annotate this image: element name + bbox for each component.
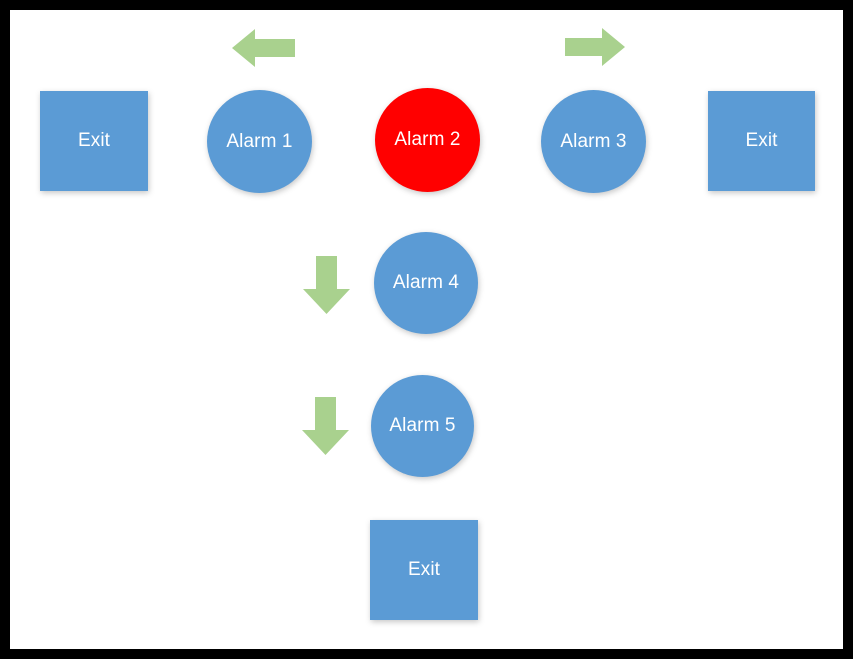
alarm-node-1[interactable]: Alarm 1 bbox=[207, 90, 312, 193]
exit-node-left-label: Exit bbox=[77, 130, 111, 151]
alarm-node-3-label: Alarm 3 bbox=[560, 130, 627, 152]
arrow-down-2-path bbox=[302, 397, 349, 455]
exit-node-right-label: Exit bbox=[745, 130, 778, 151]
arrow-right-glyph bbox=[565, 28, 625, 66]
arrow-down-1-icon bbox=[303, 256, 350, 314]
alarm-node-1-label: Alarm 1 bbox=[226, 130, 293, 152]
diagram-canvas: Exit Alarm 1 Alarm 2 Alarm 3 Exit Alarm … bbox=[10, 10, 843, 649]
arrow-left-glyph bbox=[232, 29, 295, 67]
exit-node-left[interactable]: Exit bbox=[40, 91, 148, 191]
alarm-node-5[interactable]: Alarm 5 bbox=[371, 375, 474, 477]
exit-node-bottom-label: Exit bbox=[407, 559, 441, 580]
alarm-node-5-label: Alarm 5 bbox=[389, 415, 456, 436]
arrow-down-1-glyph bbox=[303, 256, 350, 314]
arrow-down-2-icon bbox=[302, 397, 349, 455]
alarm-node-4[interactable]: Alarm 4 bbox=[374, 232, 478, 334]
exit-node-bottom[interactable]: Exit bbox=[370, 520, 478, 620]
arrow-right-icon bbox=[565, 28, 625, 66]
exit-node-right[interactable]: Exit bbox=[708, 91, 815, 191]
arrow-down-1-path bbox=[303, 256, 350, 314]
arrow-left-path bbox=[232, 29, 295, 67]
arrow-down-2-glyph bbox=[302, 397, 349, 455]
arrow-left-icon bbox=[232, 29, 295, 67]
arrow-right-path bbox=[565, 28, 625, 66]
alarm-node-3[interactable]: Alarm 3 bbox=[541, 90, 646, 193]
alarm-node-2-label: Alarm 2 bbox=[394, 129, 461, 150]
alarm-node-4-label: Alarm 4 bbox=[392, 272, 460, 293]
alarm-node-2[interactable]: Alarm 2 bbox=[375, 88, 480, 192]
